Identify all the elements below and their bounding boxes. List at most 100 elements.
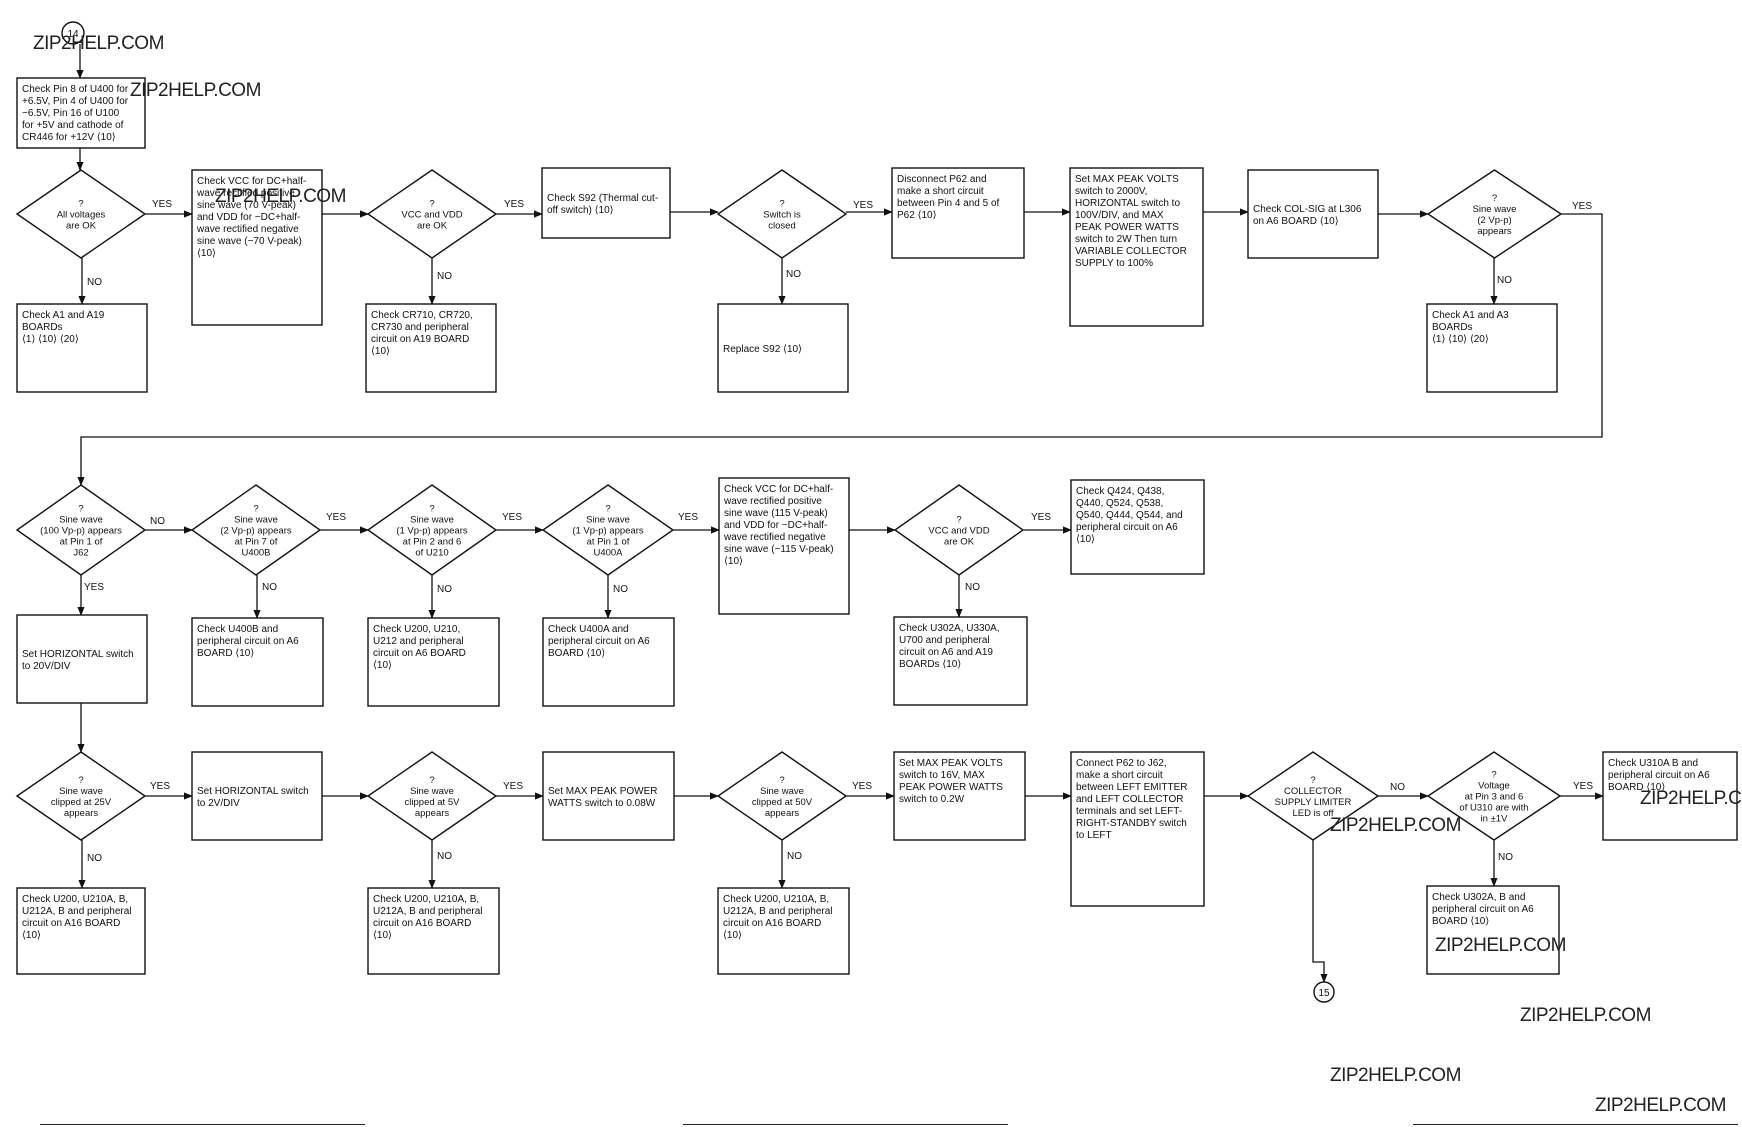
box-outline	[16, 303, 148, 393]
decision-text: Sine wave	[59, 515, 103, 526]
step-text: Connect P62 to J62,	[1076, 758, 1167, 769]
box-outline	[542, 617, 675, 707]
decision-text: SUPPLY LIMITER	[1275, 797, 1352, 808]
yes-label: YES	[504, 199, 524, 210]
step-text: peripheral circuit on A6	[1432, 904, 1534, 915]
yes-label: YES	[326, 512, 346, 523]
question-mark: ?	[78, 199, 83, 210]
box-outline	[893, 751, 1026, 841]
step-text: −6.5V, Pin 16 of U100	[22, 108, 120, 119]
no-label: NO	[87, 277, 102, 288]
step-text: peripheral circuit on A6	[197, 636, 299, 647]
no-label: NO	[965, 582, 980, 593]
process-box: Check U200, U210A, B,U212A, B and periph…	[717, 887, 850, 975]
box-outline	[365, 303, 497, 393]
box-outline	[16, 887, 146, 975]
circle-outline	[61, 21, 85, 45]
step-text: circuit on A6 BOARD	[373, 648, 466, 659]
process-box: Replace S92 ⟨10⟩	[717, 303, 849, 393]
yes-label: YES	[502, 512, 522, 523]
no-label: NO	[437, 584, 452, 595]
box-outline	[542, 751, 675, 841]
page-connector-number: 15	[1318, 988, 1330, 999]
diamond-outline	[1426, 169, 1563, 259]
step-text: BOARDs ⟨10⟩	[899, 659, 961, 670]
step-text: 100V/DIV, and MAX	[1075, 210, 1164, 221]
box-outline	[891, 167, 1025, 259]
decision-text: appears	[415, 808, 450, 819]
decision-text: U400A	[593, 548, 623, 559]
decision-text: at Pin 3 and 6	[1465, 792, 1524, 803]
decision-text: of U310 are with	[1459, 803, 1528, 814]
decision-text: are OK	[944, 537, 975, 548]
step-text: +6.5V, Pin 4 of U400 for	[22, 96, 129, 107]
branch-labels: YESNOYESNOYESNOYESNONOYESYESNOYESNOYESNO…	[84, 199, 1593, 864]
step-text: CR446 for +12V ⟨10⟩	[22, 132, 116, 143]
yes-label: YES	[503, 781, 523, 792]
process-box: Check CR710, CR720,CR730 and peripheralc…	[365, 303, 497, 393]
decision-text: closed	[768, 221, 795, 232]
step-text: to 20V/DIV	[22, 661, 71, 672]
box-outline	[1426, 885, 1560, 975]
decision-text: Sine wave	[760, 786, 804, 797]
step-text: to LEFT	[1076, 830, 1112, 841]
yes-label: YES	[1573, 781, 1593, 792]
decision-text: LED is off	[1292, 808, 1333, 819]
step-text: BOARD ⟨10⟩	[1432, 916, 1489, 927]
diamond-outline	[15, 484, 147, 576]
decision-text: VCC and VDD	[401, 210, 462, 221]
step-text: Check VCC for DC+half-	[197, 176, 306, 187]
decision-text: Sine wave	[59, 786, 103, 797]
question-mark: ?	[78, 504, 83, 515]
no-label: NO	[262, 582, 277, 593]
process-box: Check U200, U210A, B,U212A, B and periph…	[367, 887, 500, 975]
decision-text: Switch is	[763, 210, 801, 221]
question-mark: ?	[253, 504, 258, 515]
yes-label: YES	[84, 582, 104, 593]
decision-text: (100 Vp-p) appears	[40, 526, 122, 537]
step-text: BOARDs	[22, 322, 63, 333]
step-text: Check U310A B and	[1608, 758, 1698, 769]
diamond-outline	[366, 484, 498, 576]
question-mark: ?	[605, 504, 610, 515]
step-text: BOARD ⟨10⟩	[197, 648, 254, 659]
connector-circle: 14	[61, 21, 85, 45]
question-mark: ?	[429, 199, 434, 210]
step-text: circuit on A6 and A19	[899, 647, 993, 658]
decision-text: Sine wave	[410, 515, 454, 526]
step-text: sine wave (70 V-peak)	[197, 200, 296, 211]
step-text: ⟨10⟩	[1076, 534, 1095, 545]
process-box: Connect P62 to J62,make a short circuitb…	[1070, 751, 1205, 907]
diamond-outline	[1246, 751, 1380, 841]
decision-text: are OK	[66, 221, 97, 232]
step-text: Check U200, U210A, B,	[22, 894, 128, 905]
no-label: NO	[437, 851, 452, 862]
step-text: Check VCC for DC+half-	[724, 484, 833, 495]
step-text: BOARD ⟨10⟩	[548, 648, 605, 659]
no-label: NO	[787, 851, 802, 862]
yes-label: YES	[852, 781, 872, 792]
decision-text: J62	[73, 548, 88, 559]
box-outline	[1426, 303, 1558, 393]
step-text: Disconnect P62 and	[897, 174, 987, 185]
box-outline	[1247, 169, 1379, 259]
decision-text: of U210	[415, 548, 448, 559]
box-outline	[191, 617, 324, 707]
question-mark: ?	[956, 515, 961, 526]
decision-text: appears	[1477, 226, 1512, 237]
question-mark: ?	[1492, 193, 1497, 204]
step-text: SUPPLY to 100%	[1075, 258, 1153, 269]
step-text: CR730 and peripheral	[371, 322, 469, 333]
step-text: Replace S92 ⟨10⟩	[723, 344, 802, 355]
